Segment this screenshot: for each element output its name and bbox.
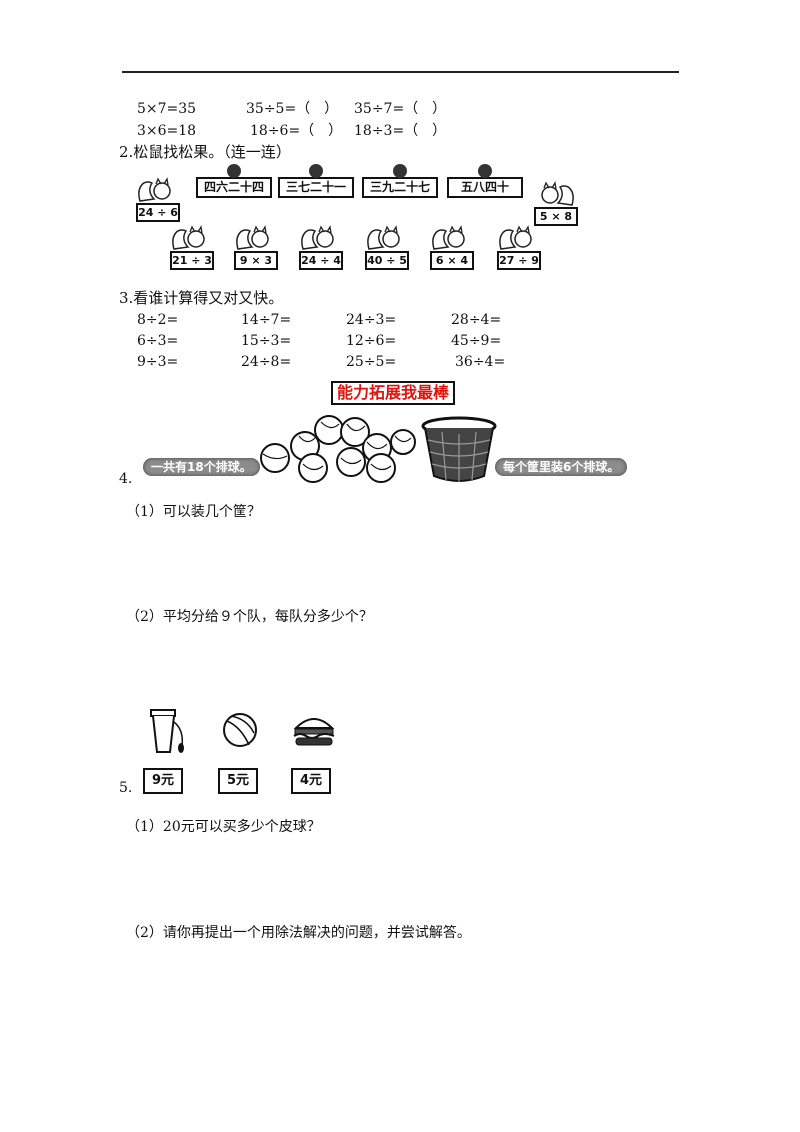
squirrel-icon xyxy=(367,225,400,250)
q1-r1-c1: 5×7=35 xyxy=(137,101,197,117)
volleyballs-icon xyxy=(260,415,416,483)
fruit-label: 三九二十七 xyxy=(362,177,438,198)
fruit-label: 三七二十一 xyxy=(278,177,354,198)
q3-r3-c3: 25÷5= xyxy=(346,354,397,370)
q5-number: 5. xyxy=(119,780,133,796)
q3-r2-c3: 12÷6= xyxy=(346,333,397,349)
squirrel-bottom-1: 21 ÷ 3 xyxy=(170,225,214,270)
fruit-2: 三七二十一 xyxy=(278,163,354,198)
q1-r2-c2: 18÷6=（ ） xyxy=(250,123,343,139)
squirrel-bottom-6: 27 ÷ 9 xyxy=(497,225,541,270)
squirrel-bottom-4: 40 ÷ 5 xyxy=(365,225,409,270)
q4-sub2: （2）平均分给９个队，每队分多少个？ xyxy=(126,609,373,625)
squirrel-icon xyxy=(138,177,171,202)
q2-title: 2.松鼠找松果。（连一连） xyxy=(119,143,291,161)
q3-r2-c4: 45÷9= xyxy=(451,333,502,349)
fruit-3: 三九二十七 xyxy=(362,163,438,198)
squirrel-icon xyxy=(301,225,334,250)
squirrel-label: 6 × 4 xyxy=(430,251,474,270)
squirrel-label: 24 ÷ 4 xyxy=(299,251,343,270)
q3-r1-c2: 14÷7= xyxy=(241,312,292,328)
q3-r3-c4: 36÷4= xyxy=(455,354,506,370)
q3-r3-c1: 9÷3= xyxy=(137,354,179,370)
squirrel-label: 40 ÷ 5 xyxy=(365,251,409,270)
squirrel-bottom-2: 9 × 3 xyxy=(234,225,278,270)
q1-r2-c1: 3×6=18 xyxy=(137,123,197,139)
squirrel-top-right: 5 × 8 xyxy=(534,181,578,226)
price-ball: 5元 xyxy=(218,768,258,794)
squirrel-icon xyxy=(236,225,269,250)
q3-r1-c3: 24÷3= xyxy=(346,312,397,328)
top-rule xyxy=(122,71,679,73)
squirrel-top-left: 24 ÷ 6 xyxy=(136,177,180,222)
pill-total-balls: 一共有18个排球。 xyxy=(143,458,260,476)
ball-icon xyxy=(223,713,257,747)
pinecone-icon xyxy=(393,164,407,178)
q4-number: 4. xyxy=(119,471,133,487)
burger-icon xyxy=(293,718,335,746)
squirrel-icon xyxy=(172,225,205,250)
squirrel-bottom-5: 6 × 4 xyxy=(430,225,474,270)
fruit-4: 五八四十 xyxy=(447,163,523,198)
q3-r1-c1: 8÷2= xyxy=(137,312,179,328)
pill-per-basket: 每个筐里装6个排球。 xyxy=(495,458,628,476)
squirrel-bottom-3: 24 ÷ 4 xyxy=(299,225,343,270)
q3-r3-c2: 24÷8= xyxy=(241,354,292,370)
squirrel-icon xyxy=(432,225,465,250)
fruit-1: 四六二十四 xyxy=(196,163,272,198)
price-cup: 9元 xyxy=(143,768,183,794)
squirrel-label: 27 ÷ 9 xyxy=(497,251,541,270)
cup-icon xyxy=(150,709,184,753)
price-burger: 4元 xyxy=(291,768,331,794)
fruit-label: 四六二十四 xyxy=(196,177,272,198)
pinecone-icon xyxy=(309,164,323,178)
q5-sub2: （2）请你再提出一个用除法解决的问题，并尝试解答。 xyxy=(126,925,471,941)
q1-r1-c2: 35÷5=（ ） xyxy=(246,101,339,117)
squirrel-label: 5 × 8 xyxy=(534,207,578,226)
squirrel-label: 21 ÷ 3 xyxy=(170,251,214,270)
q3-r1-c4: 28÷4= xyxy=(451,312,502,328)
q3-r2-c1: 6÷3= xyxy=(137,333,179,349)
fruit-label: 五八四十 xyxy=(447,177,523,198)
section-banner: 能力拓展我最棒 xyxy=(331,381,456,405)
squirrel-icon xyxy=(541,181,574,206)
q4-sub1: （1）可以装几个筐？ xyxy=(126,504,261,520)
q5-sub1: （1）20元可以买多少个皮球？ xyxy=(126,819,321,835)
pinecone-icon xyxy=(478,164,492,178)
basket-icon xyxy=(421,416,497,482)
q1-r2-c3: 18÷3=（ ） xyxy=(354,123,447,139)
pinecone-icon xyxy=(227,164,241,178)
squirrel-icon xyxy=(499,225,532,250)
q3-r2-c2: 15÷3= xyxy=(241,333,292,349)
squirrel-label: 24 ÷ 6 xyxy=(136,203,180,222)
q1-r1-c3: 35÷7=（ ） xyxy=(354,101,447,117)
squirrel-label: 9 × 3 xyxy=(234,251,278,270)
q3-title: 3.看谁计算得又对又快。 xyxy=(119,289,284,307)
